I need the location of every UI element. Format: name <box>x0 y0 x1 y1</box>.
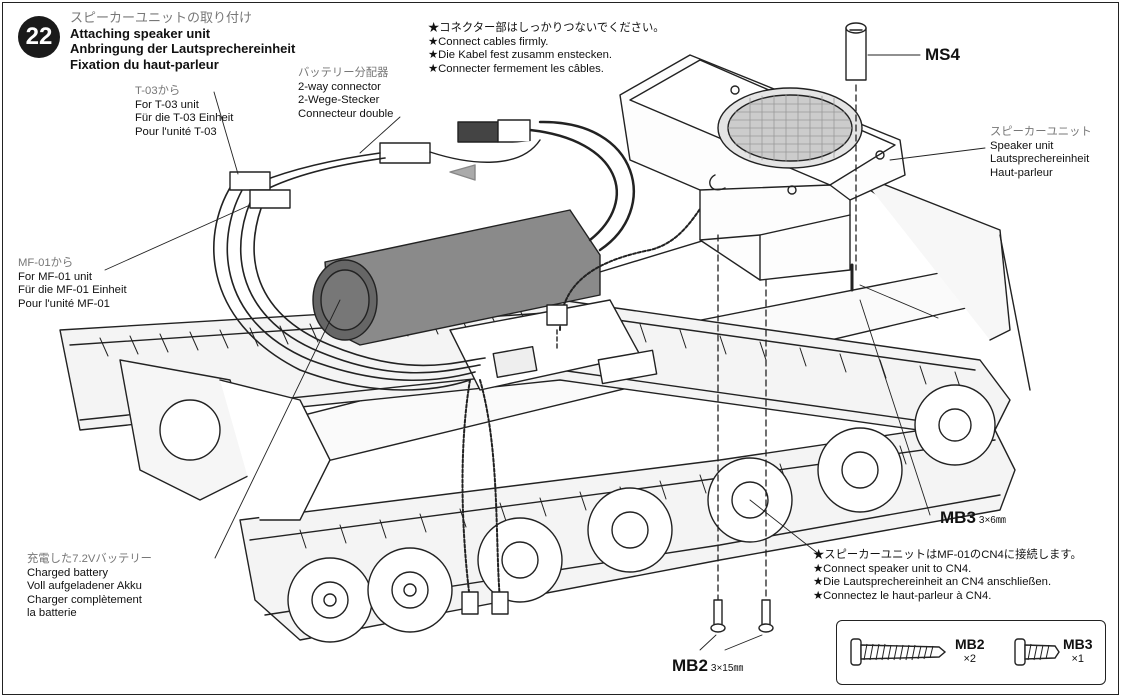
label-t03-unit: T-03から For T-03 unit Für die T-03 Einhei… <box>135 85 234 138</box>
note-connect-cn4: ★スピーカーユニットはMF-01のCN4に接続します。 ★Connect spe… <box>813 549 1082 602</box>
title-de: Anbringung der Lautsprechereinheit <box>70 41 296 56</box>
mb3-screw-icon <box>1014 638 1060 666</box>
road-wheels <box>287 384 996 643</box>
title-en: Attaching speaker unit <box>70 25 211 41</box>
step-title: スピーカーユニットの取り付け Attaching speaker unit An… <box>70 10 295 72</box>
two-way-connector <box>379 119 541 164</box>
note-connect-firmly: ★コネクター部はしっかりつないでください。 ★Connect cables fi… <box>428 22 665 75</box>
rear-plate <box>859 174 1011 341</box>
label-mf01-unit: MF-01から For MF-01 unit Für die MF-01 Ein… <box>18 257 127 310</box>
part-label-ms4: MS4 <box>925 45 960 64</box>
legend-mb2: MB2 ×2 <box>955 636 985 666</box>
parts-legend: MB2 ×2 MB3 ×1 <box>836 620 1106 685</box>
label-charged-battery: 充電した7.2Vバッテリー Charged battery Voll aufge… <box>27 553 152 619</box>
mb2-screw-icon <box>850 638 947 666</box>
label-two-way-connector: バッテリー分配器 2-way connector 2-Wege-Stecker … <box>298 67 394 120</box>
legend-mb3: MB3 ×1 <box>1063 636 1093 666</box>
label-speaker-unit: スピーカーユニット Speaker unit Lautsprechereinhe… <box>990 126 1092 179</box>
title-jp: スピーカーユニットの取り付け <box>70 10 253 25</box>
step-number-badge: 22 <box>18 16 60 58</box>
mb2-screws <box>710 599 774 633</box>
front-sprocket <box>119 359 331 521</box>
speaker-unit-box <box>619 54 906 281</box>
ms4-spacer <box>845 22 867 81</box>
mf01-board <box>449 299 658 391</box>
title-fr: Fixation du haut-parleur <box>70 56 219 72</box>
insert-arrow <box>449 164 476 181</box>
